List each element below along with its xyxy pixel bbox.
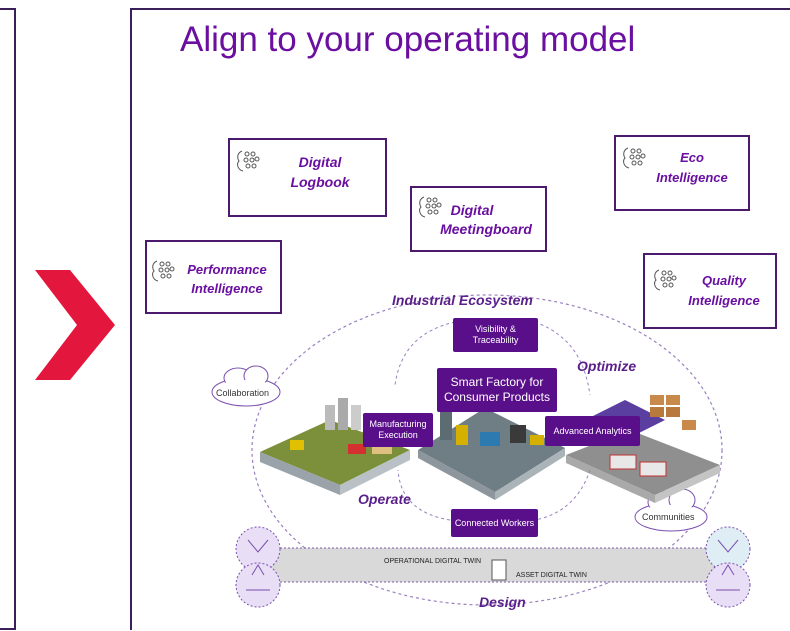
flow-arrow bbox=[397, 469, 451, 521]
capability-line2: Logbook bbox=[290, 174, 350, 190]
industrial-ecosystem-label: Industrial Ecosystem bbox=[392, 292, 533, 308]
left-slide-panel bbox=[0, 8, 16, 630]
operational-twin-label: OPERATIONAL DIGITAL TWIN bbox=[384, 558, 482, 565]
visibility-traceability-node[interactable]: Visibility & Traceability bbox=[453, 318, 538, 352]
quality-intelligence-box[interactable]: Quality Intelligence bbox=[643, 253, 777, 329]
slide-title: Align to your operating model bbox=[180, 20, 636, 59]
capability-line2: Meetingboard bbox=[440, 221, 532, 237]
collaboration-label: Collaboration bbox=[216, 388, 270, 398]
design-label: Design bbox=[479, 594, 526, 610]
twin-connector-icon bbox=[491, 559, 507, 581]
communities-cloud-icon bbox=[634, 488, 708, 532]
neural-network-icon bbox=[237, 150, 260, 172]
advanced-analytics-node[interactable]: Advanced Analytics bbox=[545, 416, 640, 446]
operate-label: Operate bbox=[358, 491, 411, 507]
chevron-icon bbox=[25, 270, 115, 380]
flow-arrow bbox=[534, 469, 591, 521]
neural-network-icon bbox=[623, 147, 646, 169]
ecosystem-ring bbox=[251, 294, 723, 606]
digital-logbook-box[interactable]: Digital Logbook bbox=[228, 138, 387, 217]
smart-factory-node[interactable]: Smart Factory for Consumer Products bbox=[437, 368, 557, 412]
asset-twin-label: ASSET DIGITAL TWIN bbox=[516, 572, 587, 579]
communities-label: Communities bbox=[642, 512, 695, 522]
collaboration-cloud-icon bbox=[211, 365, 281, 407]
eco-intelligence-box[interactable]: Eco Intelligence bbox=[614, 135, 750, 211]
capability-line1: Quality bbox=[701, 273, 747, 288]
capability-line1: Performance bbox=[187, 262, 267, 277]
twin-circuit-icon-left bbox=[235, 526, 281, 608]
capability-line2: Intelligence bbox=[191, 281, 263, 296]
performance-intelligence-box[interactable]: Performance Intelligence bbox=[145, 240, 282, 314]
optimize-label: Optimize bbox=[577, 358, 637, 374]
neural-network-icon bbox=[419, 196, 442, 218]
smart-factory-illustration bbox=[418, 408, 565, 500]
neural-network-icon bbox=[654, 269, 677, 291]
digital-meetingboard-box[interactable]: Digital Meetingboard bbox=[410, 186, 547, 252]
capability-line1: Digital bbox=[298, 154, 342, 170]
warehouse-logistics-illustration bbox=[566, 395, 720, 503]
manufacturing-execution-node[interactable]: Manufacturing Execution bbox=[363, 413, 433, 447]
connected-workers-node[interactable]: Connected Workers bbox=[451, 509, 538, 537]
flow-arrow bbox=[534, 321, 591, 396]
twin-circuit-icon-right bbox=[705, 526, 751, 608]
neural-network-icon bbox=[152, 260, 175, 282]
capability-line1: Digital bbox=[450, 202, 494, 218]
capability-line2: Intelligence bbox=[656, 170, 728, 185]
capability-line2: Intelligence bbox=[688, 293, 760, 308]
capability-line1: Eco bbox=[680, 150, 704, 165]
